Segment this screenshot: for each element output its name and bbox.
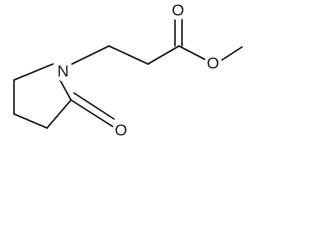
bond-cb-cc <box>147 45 180 65</box>
o-ketone-mask <box>112 122 130 140</box>
n1-mask <box>54 63 72 81</box>
bond-c2-n <box>59 79 72 101</box>
o-ketone-label: O <box>115 123 127 140</box>
n1-label: N <box>57 64 69 81</box>
structure-diagram: N O O O <box>13 2 243 140</box>
bond-n-c5 <box>13 63 54 81</box>
bond-o-ester-methyl <box>221 46 243 61</box>
bond-c4-c3 <box>13 113 48 129</box>
bond-c2-o-ketone-a <box>70 99 116 129</box>
bond-c3-c2 <box>46 99 72 129</box>
o-carbonyl-mask <box>169 2 187 20</box>
o-carbonyl-label: O <box>172 3 184 20</box>
bond-c2-o-ketone-b <box>73 92 115 120</box>
atom-labels: N O O O <box>54 2 222 140</box>
bond-n-ca <box>71 45 110 65</box>
o-ester-label: O <box>207 56 219 73</box>
bond-ca-cb <box>108 45 149 65</box>
bonds <box>13 17 243 129</box>
o-ester-mask <box>204 55 222 73</box>
bond-cc-o-ester <box>178 45 207 61</box>
